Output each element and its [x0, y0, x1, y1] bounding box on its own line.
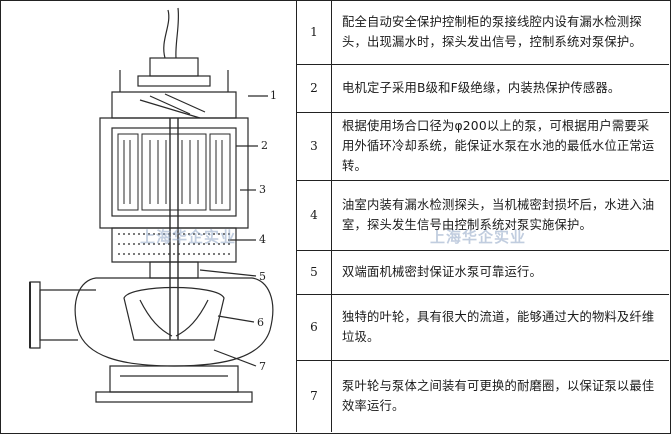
feature-table: 1 配全自动安全保护控制柜的泵接线腔内设有漏水检测探头，出现漏水时，探头发出信号… [297, 0, 669, 432]
row-text: 油室内装有漏水检测探头，当机械密封损坏后，水进入油室，探头发生信号由控制系统对泵… [331, 180, 669, 251]
row-number: 3 [297, 112, 332, 181]
row-text: 配全自动安全保护控制柜的泵接线腔内设有漏水检测探头，出现漏水时，探头发出信号，控… [331, 0, 669, 65]
row-number: 4 [297, 180, 332, 251]
callout-line-6 [217, 315, 255, 323]
callout-label-7: 7 [259, 360, 266, 373]
callout-label-2: 2 [261, 139, 268, 152]
impeller [123, 286, 225, 341]
row-text: 泵叶轮与泵体之间装有可更换的耐磨圈，以保证泵以最佳效率运行。 [342, 379, 655, 414]
table-row: 2 电机定子采用B级和F级绝缘，内装热保护传感器。 [297, 64, 669, 113]
junction-cavity [111, 91, 237, 119]
power-cable [163, 9, 170, 59]
row-text: 独特的叶轮，具有很大的流道，能够通过大的物料及纤维垃圾。 [331, 294, 669, 361]
callout-label-3: 3 [259, 183, 266, 196]
callout-line-5 [199, 269, 257, 277]
callout-line-7 [213, 349, 257, 367]
table-row: 3 根据使用场合口径为φ200以上的泵，可根据用户需要采用外循环冷却系统，能保证… [297, 112, 669, 181]
motor-housing [99, 117, 249, 229]
pump-cross-section-figure: 1 2 3 4 5 6 7 [0, 0, 297, 432]
table-row: 5 双端面机械密封保证水泵可靠运行。 [297, 250, 669, 295]
row-number: 5 [297, 250, 332, 295]
pump-drawing [29, 7, 274, 403]
row-text: 电机定子采用B级和F级绝缘，内装热保护传感器。 [331, 64, 669, 113]
row-number: 1 [297, 0, 332, 65]
volute-casing [74, 277, 274, 367]
row-text: 双端面机械密封保证水泵可靠运行。 [331, 250, 669, 295]
table-row: 4 油室内装有漏水检测探头，当机械密封损坏后，水进入油室，探头发生信号由控制系统… [297, 180, 669, 251]
cable-entry-cap [149, 57, 199, 77]
table-row: 7 泵叶轮与泵体之间装有可更换的耐磨圈，以保证泵以最佳效率运行。 [297, 360, 669, 432]
callout-label-4: 4 [259, 233, 266, 246]
discharge-outlet [39, 289, 96, 341]
table-row: 1 配全自动安全保护控制柜的泵接线腔内设有漏水检测探头，出现漏水时，探头发出信号… [297, 0, 669, 65]
row-text: 根据使用场合口径为φ200以上的泵，可根据用户需要采用外循环冷却系统，能保证水泵… [331, 112, 669, 181]
callout-label-5: 5 [259, 270, 266, 283]
table-row: 6 独特的叶轮，具有很大的流道，能够通过大的物料及纤维垃圾。 [297, 294, 669, 361]
mechanical-seal [149, 261, 199, 279]
pump-shaft [169, 118, 179, 340]
row-number: 6 [297, 294, 332, 361]
callout-label-1: 1 [270, 89, 277, 102]
oil-chamber [111, 227, 237, 263]
pump-base [109, 365, 239, 393]
callout-label-6: 6 [257, 316, 264, 329]
outlet-flange [29, 281, 41, 349]
row-number: 2 [297, 64, 332, 113]
row-number: 7 [297, 360, 332, 432]
